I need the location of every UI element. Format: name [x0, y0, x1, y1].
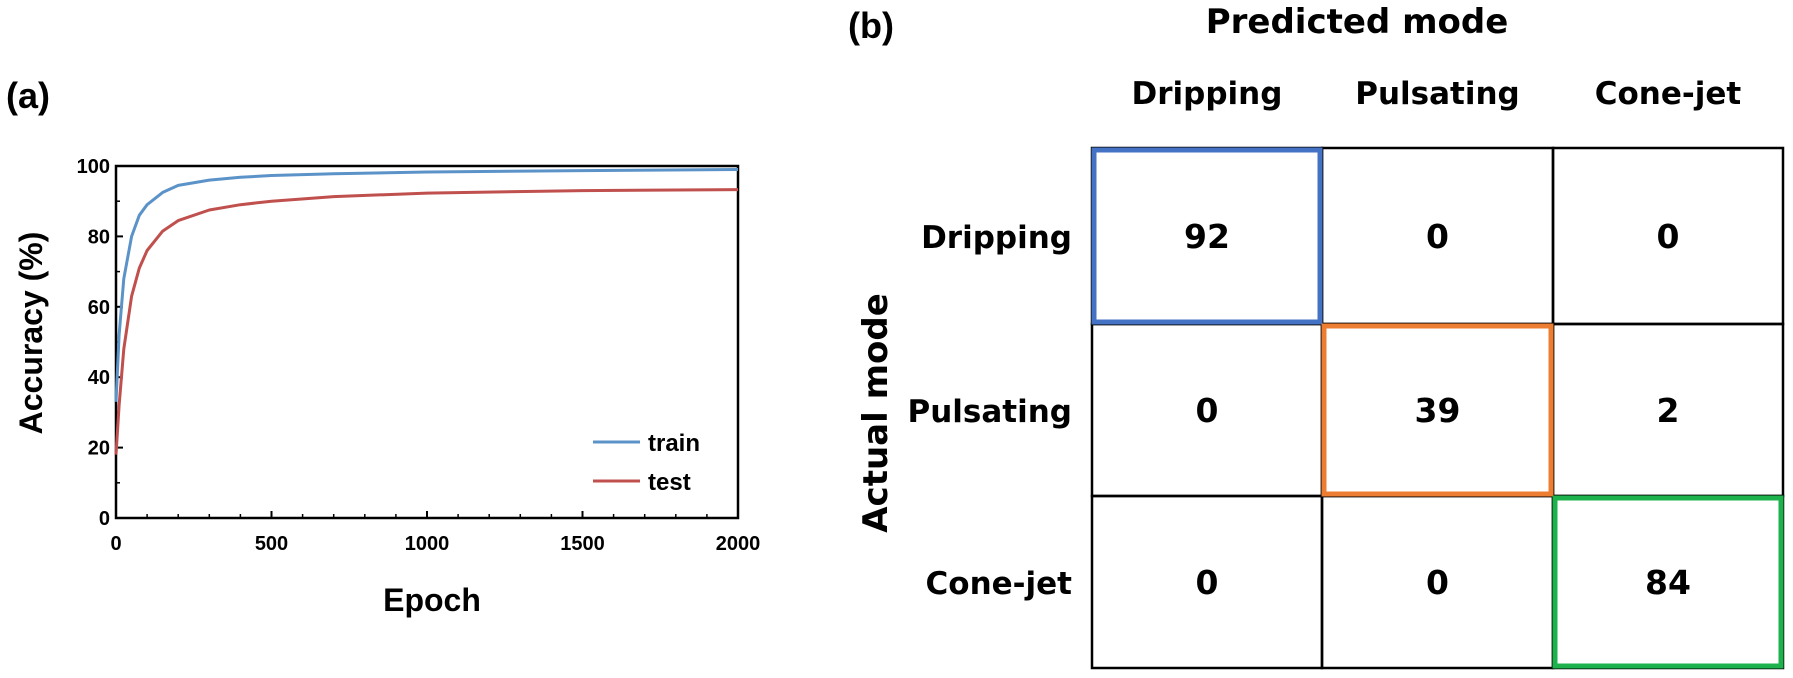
- panel-label-b: (b): [848, 5, 894, 46]
- row-label: Pulsating: [908, 394, 1073, 430]
- diagonal-highlights: [1091, 147, 1784, 669]
- series-line-test: [114, 188, 739, 455]
- y-tick-label: 100: [77, 156, 110, 178]
- cell-value: 0: [1426, 563, 1449, 602]
- plot-area-frame: [114, 164, 740, 520]
- x-tick-label: 1500: [560, 533, 605, 555]
- cell-value: 2: [1657, 391, 1680, 430]
- row-label: Dripping: [921, 220, 1072, 256]
- legend-label-test: test: [648, 469, 691, 496]
- x-axis-ticks: 0 500 1000 1500 2000: [110, 511, 760, 555]
- cell-value: 0: [1196, 563, 1219, 602]
- column-label: Pulsating: [1355, 76, 1520, 112]
- cell-value: 84: [1645, 563, 1691, 602]
- y-tick-label: 40: [88, 367, 110, 389]
- series-line-train: [114, 168, 739, 402]
- diagonal-highlight-box: [1321, 323, 1554, 497]
- y-tick-label: 60: [88, 297, 110, 319]
- accuracy-line-chart: 0 500 1000 1500 2000 0 20 40 60 80 100 Epoch Accu…: [13, 156, 760, 618]
- cell-value: 0: [1426, 217, 1449, 256]
- row-label: Cone-jet: [926, 566, 1073, 602]
- diagonal-highlight-box: [1552, 495, 1784, 669]
- column-label: Dripping: [1132, 76, 1283, 112]
- actual-mode-title: Actual mode: [856, 293, 896, 533]
- x-axis-title: Epoch: [383, 582, 481, 618]
- cell-value: 0: [1196, 391, 1219, 430]
- predicted-mode-title: Predicted mode: [1206, 2, 1509, 42]
- matrix-cells: 92 0 0 0 39 2 0 0 84: [1090, 146, 1785, 670]
- y-axis-title: Accuracy (%): [13, 232, 49, 435]
- legend-label-train: train: [648, 430, 700, 457]
- column-label: Cone-jet: [1595, 76, 1742, 112]
- y-tick-label: 0: [99, 508, 110, 530]
- y-axis-ticks: 0 20 40 60 80 100: [77, 156, 123, 530]
- x-tick-label: 500: [255, 533, 288, 555]
- x-tick-label: 1000: [405, 533, 450, 555]
- x-tick-label: 2000: [716, 533, 761, 555]
- diagonal-highlight-box: [1091, 147, 1323, 325]
- panel-label-a: (a): [6, 75, 50, 116]
- chart-legend: train test: [593, 430, 700, 496]
- cell-value: 92: [1184, 217, 1230, 256]
- y-tick-label: 20: [88, 438, 110, 460]
- column-labels: Dripping Pulsating Cone-jet: [1132, 76, 1742, 112]
- x-tick-label: 0: [110, 533, 121, 555]
- cell-value: 0: [1657, 217, 1680, 256]
- series-lines: [114, 168, 739, 455]
- y-tick-label: 80: [88, 226, 110, 248]
- cell-value: 39: [1415, 391, 1461, 430]
